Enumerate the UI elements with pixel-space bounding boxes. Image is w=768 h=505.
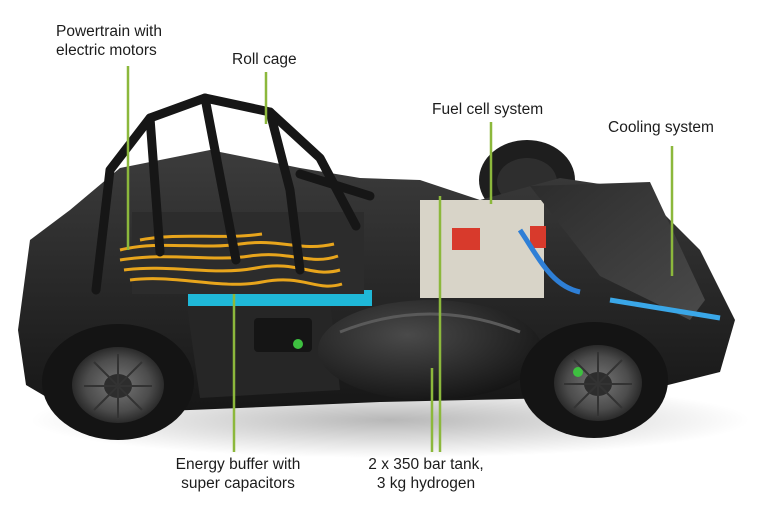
cooling-blue-glow [609,297,721,321]
label-energy-buffer-line-2: super capacitors [181,475,295,492]
rear-wheel-spokes [564,352,632,416]
label-fuel-cell: Fuel cell system [432,100,543,119]
tank-highlight [339,312,521,334]
label-energy-buffer-line-1: Energy buffer with [175,456,301,473]
front-wheel-spokes [84,354,152,418]
label-roll-cage: Roll cage [232,50,297,69]
fuel-cell-unit [420,200,544,298]
side-vent [254,318,312,352]
capacitor-housing [132,212,364,294]
label-powertrain-line-1: Powertrain with [56,23,162,40]
fuel-cell-blue-hose [517,228,581,295]
label-roll-cage-line-1: Roll cage [232,51,297,68]
label-fuel-cell-line-1: Fuel cell system [432,101,544,118]
label-tank-line-2: 3 kg hydrogen [376,475,476,492]
fuel-cell-red-module [452,228,480,250]
rear-wheel-accent [573,367,583,377]
fuel-cell-red-module-2 [530,226,546,248]
hydrogen-tank [318,300,542,400]
label-tank-line-1: 2 x 350 bar tank, [368,456,484,473]
label-cooling-line-1: Cooling system [608,119,714,136]
callout-leaders [126,66,674,452]
label-energy-buffer: Energy buffer with super capacitors [150,455,326,493]
label-tank: 2 x 350 bar tank, 3 kg hydrogen [341,455,511,493]
side-vent-light [293,339,303,349]
label-cooling: Cooling system [608,118,714,137]
label-powertrain-line-2: electric motors [56,42,157,59]
cooling-radiator [530,182,705,320]
roll-cage [91,93,375,295]
label-powertrain: Powertrain with electric motors [56,22,162,60]
